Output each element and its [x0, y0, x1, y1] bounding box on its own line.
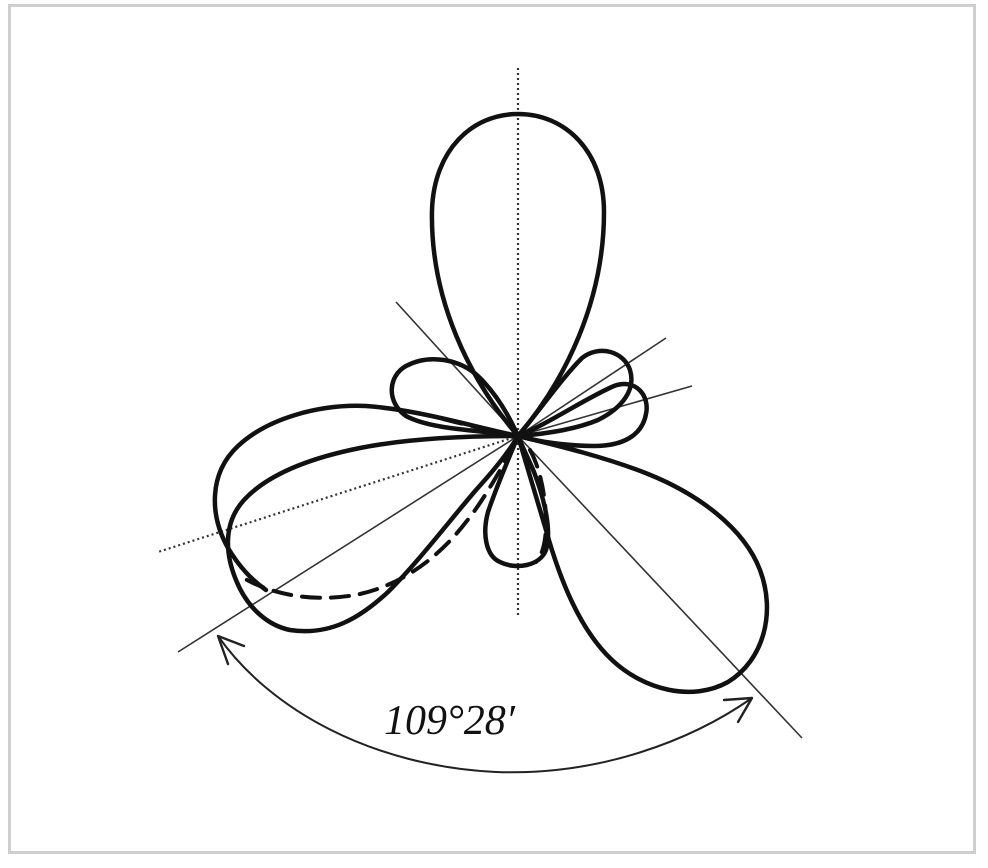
upper-left-small-lobe — [392, 359, 518, 436]
left-large-lobe — [228, 436, 518, 631]
lower-right-lobe — [518, 436, 767, 692]
upper-right-axis-2 — [518, 386, 692, 436]
left-dashed-contour — [240, 446, 514, 598]
upper-right-small-lobe-1 — [518, 351, 631, 436]
left-outer-lobe — [215, 406, 518, 590]
angle-label: 109°28′ — [384, 698, 516, 744]
